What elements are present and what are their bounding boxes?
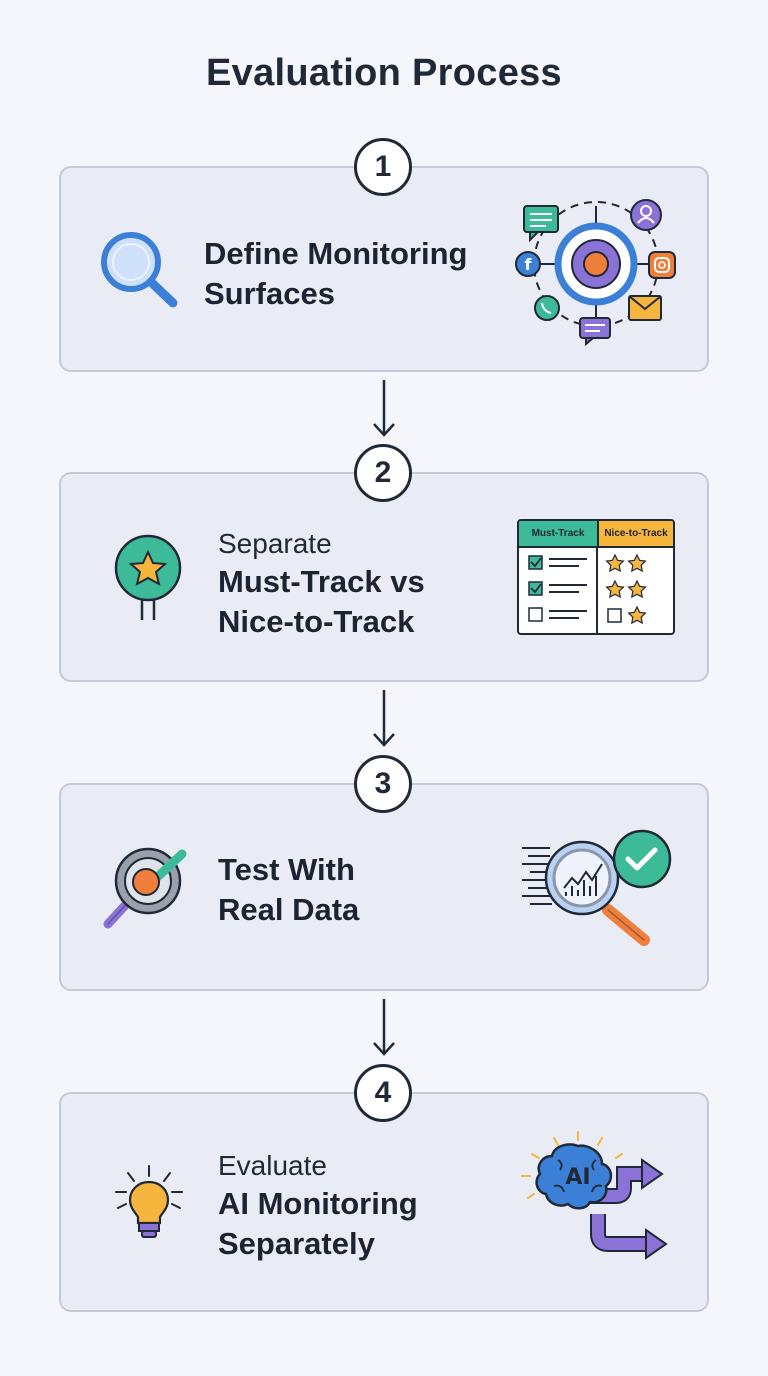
table-rows-icon [528,548,647,633]
step-number-badge-2: 2 [354,444,412,502]
magnifier-icon [101,232,178,308]
step-number-badge-3: 3 [354,755,412,813]
svg-text:f: f [525,255,533,274]
lightbulb-icon [115,1165,183,1238]
table-header-must-track: Must-Track [519,521,599,546]
step-title-line1: Define Monitoring [204,236,468,271]
step-title-line1: AI Monitoring [218,1186,418,1221]
target-social-icon: f [515,199,676,346]
star-balloon-icon [114,534,182,620]
step-subtitle: Separate [218,528,332,559]
step-title-line1: Must-Track vs [218,564,425,599]
step-title-line1: Test With [218,852,355,887]
step-title-line2: Separately [218,1226,375,1261]
table-header-nice-to-track: Nice-to-Track [599,521,673,546]
step-text-2: Separate Must-Track vs Nice-to-Track [218,526,425,642]
step-text-1: Define Monitoring Surfaces [204,234,467,314]
arrow-down-icon [373,690,395,747]
step-title-line2: Real Data [218,892,360,927]
step-subtitle: Evaluate [218,1150,327,1181]
ai-label: AI [565,1165,590,1190]
search-brush-icon [103,847,187,929]
step-number-badge-1: 1 [354,138,412,196]
step-number-badge-4: 4 [354,1064,412,1122]
page-title: Evaluation Process [206,52,562,94]
step-text-4: Evaluate AI Monitoring Separately [218,1148,418,1264]
comparison-table-icon: Must-Track Nice-to-Track [517,519,675,635]
arrow-down-icon [373,380,395,437]
ai-brain-arrows-icon: AI [521,1131,668,1260]
arrow-down-icon [373,999,395,1056]
step-text-3: Test With Real Data [218,850,359,930]
step-title-line2: Nice-to-Track [218,604,415,639]
step-title-line2: Surfaces [204,276,335,311]
chart-magnifier-check-icon [522,829,672,946]
